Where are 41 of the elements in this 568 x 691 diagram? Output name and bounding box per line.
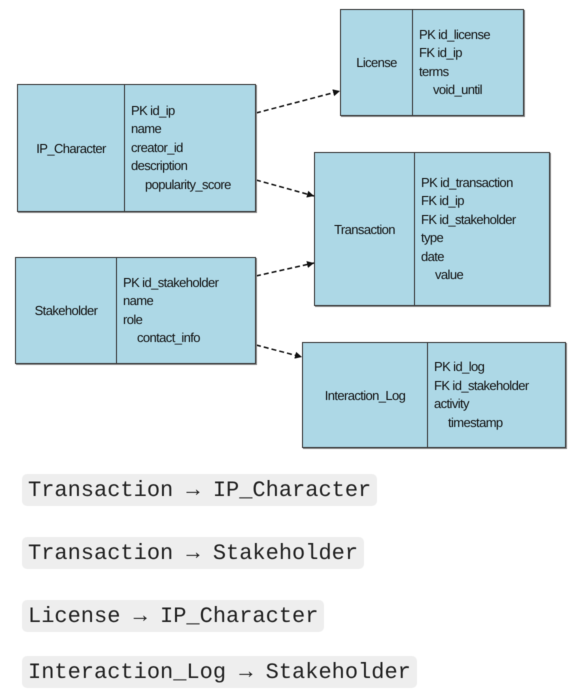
field-name: PK id_transaction: [421, 174, 514, 192]
entity-name: IP_Character: [18, 85, 125, 211]
entity-table: [340, 9, 524, 116]
field-name: PK id_log: [434, 358, 486, 376]
arrow: [256, 179, 314, 198]
field-name: popularity_score: [144, 176, 231, 194]
field-name: creator_id: [131, 138, 184, 157]
field-name: timestamp: [447, 414, 504, 432]
entity-name: Transaction: [315, 153, 415, 305]
field-name: PK id_stakeholder: [123, 274, 218, 292]
field-name: PK id_ip: [131, 102, 176, 120]
field-name: value: [434, 266, 464, 284]
field-name: FK id_ip: [421, 192, 465, 210]
field-name: FK id_ip: [419, 44, 463, 62]
field-name: terms: [419, 62, 450, 80]
entity-table: [15, 257, 256, 364]
entity-table: [314, 152, 550, 306]
entity-name: Stakeholder: [16, 258, 117, 363]
field-name: description: [131, 157, 188, 176]
entity-table: [17, 84, 256, 212]
arrow: [256, 89, 340, 114]
field-name: void_until: [432, 81, 483, 99]
field-name: name: [123, 292, 154, 310]
field-name: PK id_license: [419, 26, 490, 44]
code-snippet: Transaction → IP_Character: [22, 474, 378, 506]
field-name: type: [421, 229, 444, 247]
entity-table: [302, 342, 566, 448]
arrow: [256, 344, 302, 359]
entity-name: License: [341, 10, 413, 115]
arrow: [256, 261, 314, 277]
field-name: activity: [434, 395, 470, 413]
field-name: contact_info: [136, 329, 201, 347]
field-name: date: [421, 248, 445, 266]
code-snippet: Transaction → Stakeholder: [22, 537, 364, 569]
field-name: name: [131, 120, 162, 138]
code-snippet: Interaction_Log → Stakeholder: [22, 656, 417, 688]
field-name: FK id_stakeholder: [421, 210, 516, 229]
field-name: FK id_stakeholder: [434, 376, 529, 395]
entity-name: Interaction_Log: [303, 343, 428, 447]
code-snippet: License → IP_Character: [22, 600, 324, 632]
field-name: role: [123, 310, 144, 328]
